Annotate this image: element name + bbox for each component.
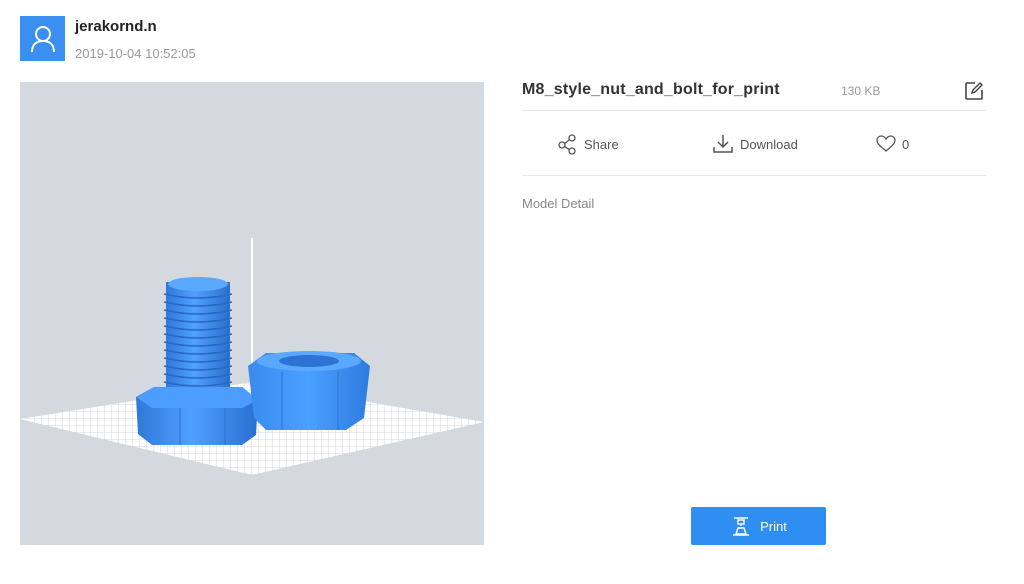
share-icon: [558, 133, 576, 155]
model-title: M8_style_nut_and_bolt_for_print: [522, 81, 780, 98]
edit-icon: [965, 82, 983, 100]
share-button[interactable]: Share: [557, 132, 619, 156]
bolt-model: [136, 277, 258, 445]
actions-divider: [522, 175, 986, 176]
download-label: Download: [740, 136, 798, 152]
download-button[interactable]: Download: [712, 132, 798, 156]
title-divider: [522, 110, 986, 111]
heart-icon: [876, 135, 896, 152]
print-button[interactable]: Print: [691, 507, 826, 545]
edit-button[interactable]: [962, 79, 986, 103]
download-icon: [713, 135, 733, 153]
post-timestamp: 2019-10-04 10:52:05: [75, 46, 196, 61]
nut-model: [248, 351, 370, 430]
model-detail-label: Model Detail: [522, 196, 595, 211]
user-icon: [30, 25, 55, 52]
print-label: Print: [760, 518, 787, 534]
file-size: 130 KB: [841, 84, 881, 98]
username[interactable]: jerakornd.n: [75, 18, 157, 35]
model-viewer[interactable]: [20, 82, 484, 545]
share-label: Share: [584, 136, 619, 152]
printer-3d-icon: [733, 517, 750, 536]
avatar[interactable]: [20, 16, 65, 61]
like-button[interactable]: 0: [876, 132, 909, 156]
like-count: 0: [902, 136, 910, 152]
